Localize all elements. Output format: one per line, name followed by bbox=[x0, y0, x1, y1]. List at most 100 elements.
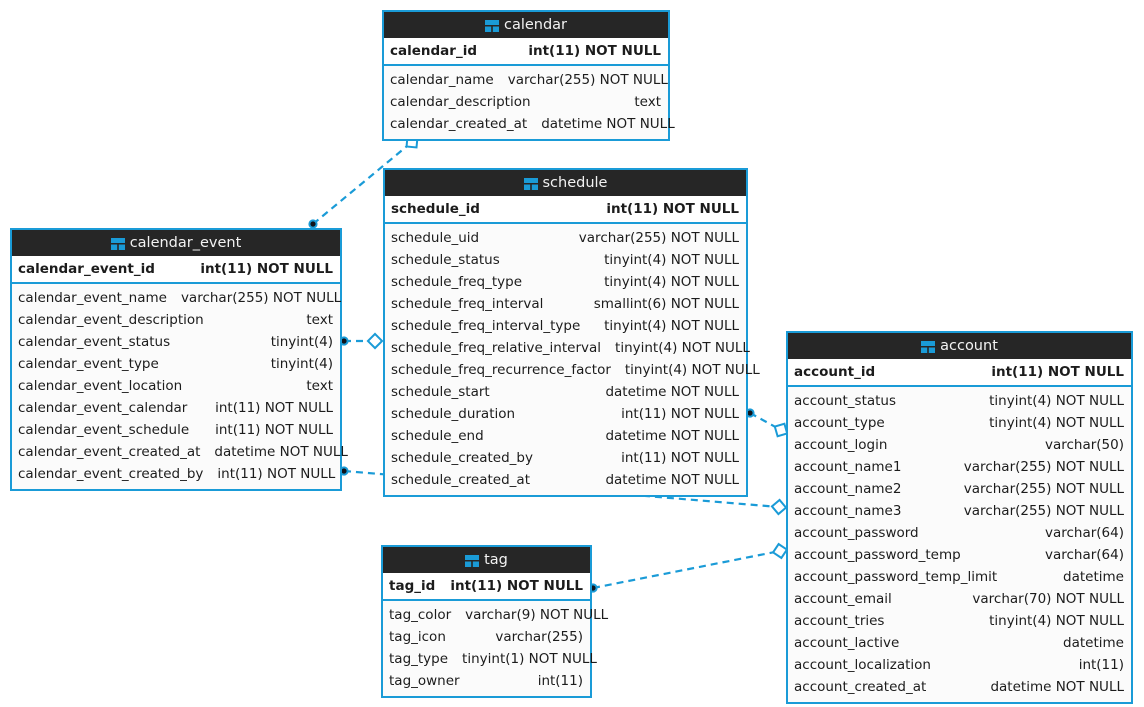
column-type: int(11) NOT NULL bbox=[217, 466, 336, 482]
er-table-schedule[interactable]: schedule schedule_id int(11) NOT NULL sc… bbox=[383, 168, 760, 497]
column-name: calendar_event_created_by bbox=[18, 466, 204, 482]
pk-row[interactable]: calendar_event_id int(11) NOT NULL bbox=[12, 256, 340, 282]
pk-row[interactable]: calendar_id int(11) NOT NULL bbox=[384, 38, 668, 64]
pk-row[interactable]: account_id int(11) NOT NULL bbox=[788, 359, 1131, 385]
column-type: varchar(255) NOT NULL bbox=[963, 459, 1124, 475]
column-name: calendar_id bbox=[390, 43, 477, 59]
er-table-calendar[interactable]: calendar calendar_id int(11) NOT NULL ca… bbox=[382, 10, 675, 141]
relation-tag-to-account[interactable] bbox=[588, 542, 789, 593]
pk-row[interactable]: tag_id int(11) NOT NULL bbox=[383, 573, 590, 599]
column-name: account_status bbox=[794, 393, 897, 409]
column-name: calendar_event_status bbox=[18, 334, 171, 350]
column-type: tinyint(4) NOT NULL bbox=[604, 252, 739, 268]
column-name: account_tries bbox=[794, 613, 885, 629]
column-name: schedule_duration bbox=[391, 406, 516, 422]
column-type: tinyint(4) NOT NULL bbox=[604, 318, 739, 334]
column-type: varchar(255) NOT NULL bbox=[963, 481, 1124, 497]
column-type: varchar(64) bbox=[1044, 525, 1124, 541]
table-row[interactable]: account_name2 varchar(255) NOT NULL bbox=[788, 478, 1131, 500]
column-type: int(11) NOT NULL bbox=[621, 406, 739, 422]
column-name: schedule_freq_recurrence_factor bbox=[391, 362, 611, 378]
column-name: calendar_event_created_at bbox=[18, 444, 201, 460]
table-header-account: account bbox=[788, 333, 1131, 359]
column-name: account_login bbox=[794, 437, 888, 453]
column-name: account_name1 bbox=[794, 459, 902, 475]
column-name: schedule_freq_interval_type bbox=[391, 318, 581, 334]
pk-row[interactable]: schedule_id int(11) NOT NULL bbox=[385, 196, 746, 222]
table-title: calendar bbox=[503, 17, 568, 33]
column-type: int(11) NOT NULL bbox=[450, 578, 583, 594]
column-name: account_password bbox=[794, 525, 919, 541]
column-type: tinyint(4) NOT NULL bbox=[615, 340, 750, 356]
column-name: calendar_event_description bbox=[18, 312, 204, 328]
column-name: account_id bbox=[794, 364, 876, 380]
table-row[interactable]: account_created_at datetime NOT NULL bbox=[788, 676, 1131, 698]
er-table-calendar-event[interactable]: calendar_event calendar_event_id int(11)… bbox=[10, 228, 348, 491]
table-row[interactable]: calendar_event_created_by int(11) NOT NUL… bbox=[12, 463, 340, 485]
column-type: datetime NOT NULL bbox=[214, 444, 348, 460]
column-type: tinyint(4) bbox=[270, 334, 333, 350]
er-table-account[interactable]: account account_id int(11) NOT NULL acco… bbox=[786, 331, 1133, 704]
column-name: calendar_event_id bbox=[18, 261, 155, 277]
column-type: tinyint(1) NOT NULL bbox=[462, 651, 597, 667]
primary-key-section: calendar_event_id int(11) NOT NULL bbox=[12, 256, 340, 284]
table-row[interactable]: account_password varchar(64) bbox=[788, 522, 1131, 544]
column-type: text bbox=[634, 94, 661, 110]
column-type: varchar(255) NOT NULL bbox=[578, 230, 739, 246]
table-icon bbox=[921, 336, 936, 362]
column-name: account_created_at bbox=[794, 679, 927, 695]
table-row[interactable]: calendar_event_status tinyint(4) bbox=[12, 331, 340, 353]
relation-calendar_event-to-schedule[interactable] bbox=[339, 332, 384, 350]
relation-schedule-to-account[interactable] bbox=[745, 408, 789, 438]
column-type: tinyint(4) NOT NULL bbox=[604, 274, 739, 290]
table-row[interactable]: account_name1 varchar(255) NOT NULL bbox=[788, 456, 1131, 478]
table-row[interactable]: account_tries tinyint(4) NOT NULL bbox=[788, 610, 1131, 632]
table-row[interactable]: schedule_freq_interval_type tinyint(4) NO… bbox=[385, 315, 746, 337]
column-name: account_password_temp_limit bbox=[794, 569, 998, 585]
table-header-tag: tag bbox=[383, 547, 590, 573]
table-row[interactable]: calendar_event_created_at datetime NOT NU… bbox=[12, 441, 348, 463]
relation-endpoint-diamond bbox=[770, 498, 788, 516]
column-type: datetime NOT NULL bbox=[990, 679, 1124, 695]
column-type: datetime NOT NULL bbox=[605, 472, 739, 488]
table-row[interactable]: schedule_duration int(11) NOT NULL bbox=[385, 403, 746, 425]
column-name: account_name2 bbox=[794, 481, 902, 497]
relation-endpoint-diamond bbox=[366, 332, 384, 350]
column-type: tinyint(4) NOT NULL bbox=[989, 613, 1124, 629]
